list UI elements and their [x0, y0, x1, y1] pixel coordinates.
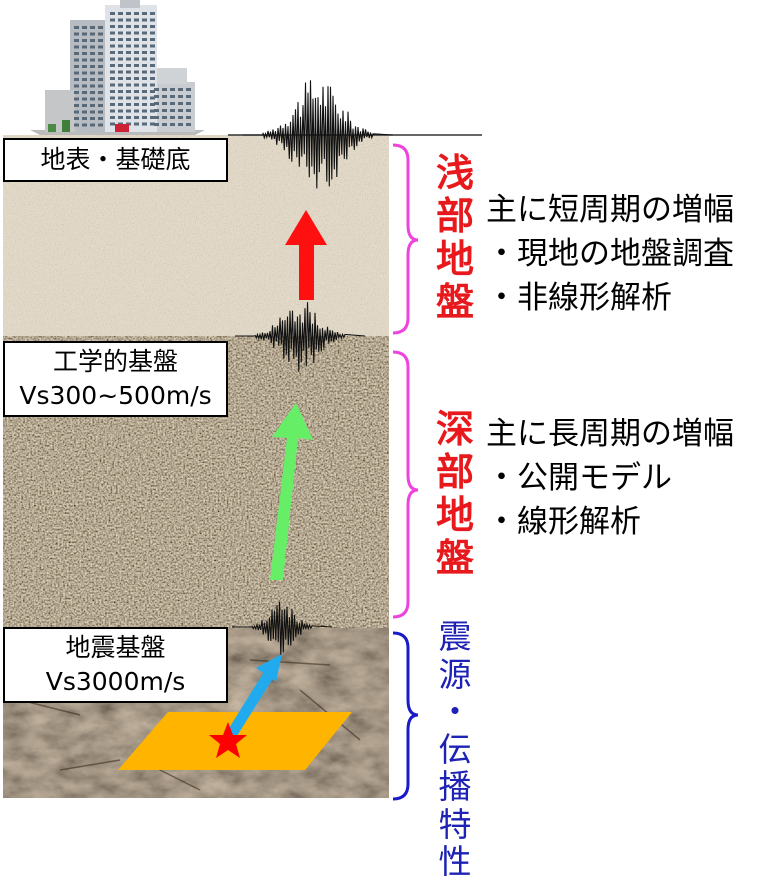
- source-title-char: 播: [438, 767, 472, 806]
- shallow-title-char: 部: [435, 194, 474, 238]
- engineering-bedrock-title: 工学的基盤: [52, 347, 178, 376]
- epicenter-star-icon: [209, 722, 247, 758]
- bracket-source: [392, 631, 419, 801]
- seismograms: [232, 80, 394, 656]
- deep-title-char: 地: [435, 493, 474, 537]
- bracket-shallow: [392, 143, 419, 335]
- source-title-char: 震: [438, 617, 472, 656]
- engineering-bedrock-label: 工学的基盤 Vs300~500m/s: [3, 341, 228, 417]
- deep-ground-title: 深 部 地 盤: [432, 408, 478, 580]
- surface-label-text: 地表・基礎底: [40, 145, 191, 174]
- source-title-char: ・: [438, 692, 472, 731]
- bracket-deep: [392, 350, 419, 619]
- deep-item: ・公開モデル: [486, 460, 672, 496]
- seismic-bedrock-label: 地震基盤 Vs3000m/s: [3, 627, 228, 703]
- seismic-bedrock-vs: Vs3000m/s: [45, 667, 186, 696]
- source-title-char: 性: [438, 842, 472, 881]
- shallow-ground-title: 浅 部 地 盤: [432, 152, 478, 324]
- deep-title-char: 深: [435, 407, 474, 451]
- deep-heading: 主に長周期の増幅: [486, 416, 734, 452]
- shallow-item: ・非線形解析: [486, 280, 672, 316]
- arrow-blue: [223, 654, 282, 743]
- surface-label: 地表・基礎底: [3, 138, 228, 182]
- building-icon: [30, 0, 205, 135]
- shallow-description: 主に短周期の増幅 ・現地の地盤調査 ・非線形解析: [486, 188, 734, 320]
- shallow-title-char: 地: [435, 237, 474, 281]
- shallow-title-char: 盤: [435, 280, 474, 324]
- engineering-bedrock-vs: Vs300~500m/s: [19, 381, 212, 410]
- shallow-item: ・現地の地盤調査: [486, 236, 734, 272]
- deep-description: 主に長周期の増幅 ・公開モデル ・線形解析: [486, 412, 734, 544]
- seismic-bedrock-title: 地震基盤: [65, 633, 166, 662]
- deep-item: ・線形解析: [486, 504, 641, 540]
- shallow-title-char: 浅: [435, 151, 474, 195]
- shallow-heading: 主に短周期の増幅: [486, 192, 734, 228]
- seismogram-trace: [232, 601, 333, 656]
- deep-title-char: 盤: [435, 536, 474, 580]
- arrow-green: [270, 403, 313, 580]
- seismogram-trace: [235, 302, 366, 372]
- source-title-char: 特: [438, 804, 472, 844]
- source-title-char: 伝: [438, 729, 472, 769]
- seismogram-trace: [243, 80, 394, 189]
- deep-title-char: 部: [435, 450, 474, 494]
- source-title-char: 源: [438, 654, 472, 694]
- arrow-red: [285, 210, 327, 300]
- source-title: 震 源 ・ 伝 播 特 性: [432, 618, 478, 881]
